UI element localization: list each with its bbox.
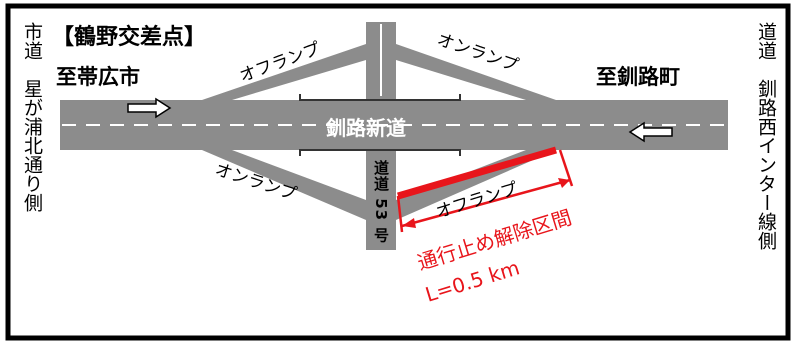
arrow-right-icon [127, 97, 172, 119]
direction-kushiro-town: 至釧路町 [596, 65, 680, 89]
dimension-arrow [396, 149, 574, 233]
direction-obihiro: 至帯広市 [56, 65, 140, 89]
closed-section-highlight [397, 146, 557, 200]
arrow-left-icon [628, 121, 673, 143]
ramp-top-right [396, 44, 556, 100]
main-road-label: 釧路新道 [326, 116, 406, 140]
ramp-top-left [202, 44, 366, 100]
intersection-title: 【鶴野交差点】 [52, 24, 206, 50]
left-side-label: 市道 星が浦北通り側 [21, 22, 43, 212]
map-frame [5, 3, 791, 341]
ramp-bottom-right [396, 150, 556, 220]
cross-road-label: 道道 53 号 [372, 159, 390, 243]
ramp-bottom-left [202, 150, 366, 220]
right-side-label: 道道 釧路西インター線側 [755, 22, 777, 250]
